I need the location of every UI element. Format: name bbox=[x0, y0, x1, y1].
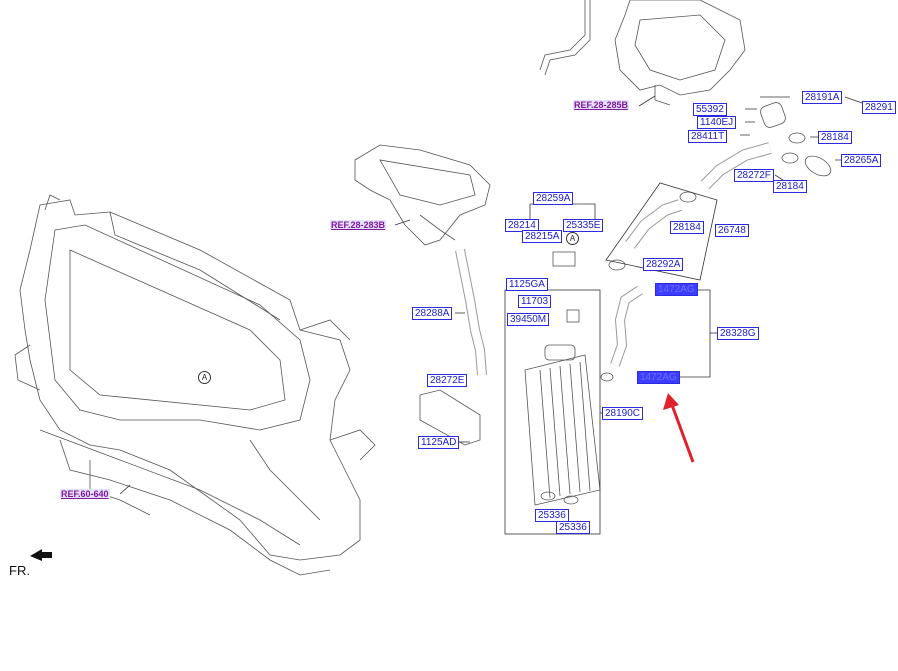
part-label-28215A[interactable]: 28215A bbox=[522, 230, 563, 243]
part-label-1140EJ[interactable]: 1140EJ bbox=[697, 116, 737, 129]
intercooler-group-box bbox=[504, 289, 601, 535]
turbocharger-assembly bbox=[539, 0, 746, 106]
part-label-28272E[interactable]: 28272E bbox=[427, 374, 468, 387]
clamp-28184-c bbox=[679, 191, 697, 203]
part-label-28191A[interactable]: 28191A bbox=[802, 91, 843, 104]
pipe-28272F bbox=[700, 142, 772, 190]
front-arrow-icon bbox=[30, 549, 52, 561]
front-direction-label: FR. bbox=[9, 563, 30, 578]
ref-link-28-285B[interactable]: REF.28-285B bbox=[573, 100, 630, 110]
part-label-26748[interactable]: 26748 bbox=[715, 224, 749, 237]
red-arrow-icon bbox=[663, 393, 695, 463]
ref-link-28-283B[interactable]: REF.28-283B bbox=[330, 220, 387, 230]
intake-manifold bbox=[354, 144, 491, 246]
ref-link-60-640[interactable]: REF.60-640 bbox=[60, 489, 110, 499]
hose-28328G-bracket bbox=[655, 289, 711, 378]
part-label-25336[interactable]: 25336 bbox=[535, 509, 569, 522]
part-label-28292A[interactable]: 28292A bbox=[643, 258, 684, 271]
part-label-1472AG-highlighted[interactable]: 1472AG bbox=[655, 283, 698, 296]
part-label-28288A[interactable]: 28288A bbox=[412, 307, 453, 320]
part-label-28291[interactable]: 28291 bbox=[862, 101, 896, 114]
part-label-28184[interactable]: 28184 bbox=[818, 131, 852, 144]
radiator-support-frame bbox=[14, 194, 376, 576]
part-label-28190C[interactable]: 28190C bbox=[602, 407, 644, 420]
part-label-1472AG-highlighted-b[interactable]: 1472AG bbox=[637, 371, 680, 384]
callout-marker-a-frame: A bbox=[198, 371, 211, 384]
part-label-28259A[interactable]: 28259A bbox=[533, 192, 574, 205]
hose-28265A bbox=[804, 155, 832, 177]
hose-28328G bbox=[610, 285, 643, 367]
part-label-39450M[interactable]: 39450M bbox=[507, 313, 550, 326]
sensor-28259A bbox=[552, 251, 576, 267]
part-label-25336-b[interactable]: 25336 bbox=[556, 521, 590, 534]
air-duct-28191A bbox=[760, 102, 786, 128]
intercooler-28190C bbox=[524, 344, 601, 506]
part-label-1125GA[interactable]: 1125GA bbox=[506, 278, 548, 291]
part-label-28214[interactable]: 28214 bbox=[505, 219, 539, 232]
clamp-1472AG bbox=[600, 372, 614, 382]
part-label-28328G[interactable]: 28328G bbox=[717, 327, 759, 340]
callout-marker-a: A bbox=[566, 232, 579, 245]
clamp-28292A bbox=[608, 259, 626, 271]
part-label-28184-c[interactable]: 28184 bbox=[670, 221, 704, 234]
part-label-28184-b[interactable]: 28184 bbox=[773, 180, 807, 193]
part-label-28272F[interactable]: 28272F bbox=[734, 169, 774, 182]
part-label-11703[interactable]: 11703 bbox=[518, 295, 552, 308]
intake-hose-28288A bbox=[455, 249, 487, 376]
clamp-28184 bbox=[788, 132, 806, 144]
part-label-1125AD[interactable]: 1125AD bbox=[418, 436, 460, 449]
bracket-28272E bbox=[419, 389, 481, 446]
hose-26748 bbox=[625, 199, 682, 249]
clamp-28184-b bbox=[781, 152, 799, 164]
part-label-28411T[interactable]: 28411T bbox=[688, 130, 728, 143]
part-label-25335E[interactable]: 25335E bbox=[563, 219, 604, 232]
sensor-39450M bbox=[566, 309, 580, 323]
hose-group-box bbox=[605, 182, 718, 281]
part-label-55392[interactable]: 55392 bbox=[693, 103, 727, 116]
part-label-28265A[interactable]: 28265A bbox=[841, 154, 882, 167]
